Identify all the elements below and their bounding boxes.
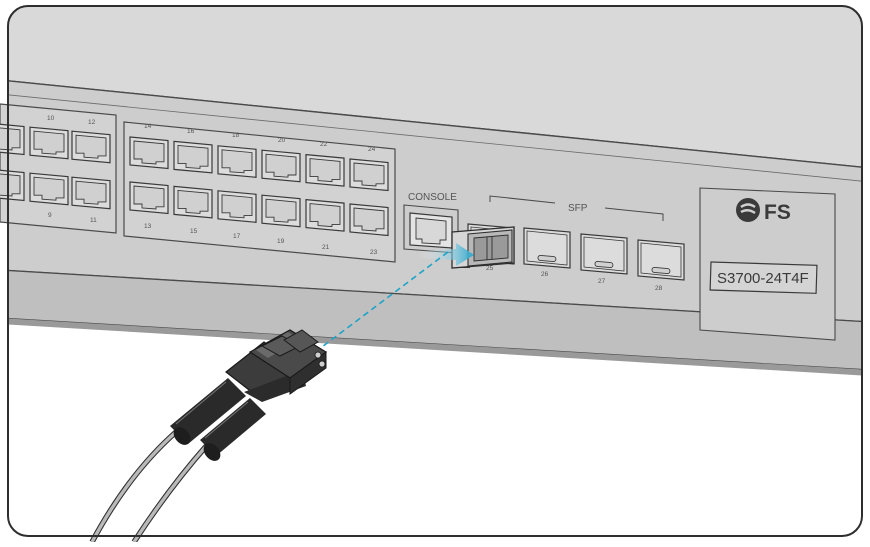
lc-connector-icon: [170, 329, 328, 461]
port-number-label: 22: [320, 141, 328, 148]
rj45-port-icon[interactable]: [0, 169, 25, 202]
sfp-port-icon[interactable]: [637, 239, 685, 281]
rj45-port-icon[interactable]: [173, 140, 213, 174]
sfp-port-icon[interactable]: [523, 227, 571, 269]
sfp-port-number: 26: [541, 271, 549, 278]
port-number-label: 19: [277, 238, 285, 245]
rj45-port-icon[interactable]: [349, 158, 389, 192]
rj45-port-icon[interactable]: [129, 136, 169, 170]
fiber-cable: [89, 429, 211, 544]
rj45-port-icon[interactable]: [71, 176, 111, 210]
port-number-label: 18: [232, 132, 240, 139]
port-bay-left: [0, 103, 117, 234]
console-label: CONSOLE: [408, 192, 457, 203]
fs-logo-icon: [736, 198, 760, 222]
switch-top-surface: [8, 6, 862, 168]
port-number-label: 15: [190, 228, 198, 235]
sfp-port-icon[interactable]: [580, 233, 628, 275]
rj45-port-icon[interactable]: [217, 145, 257, 178]
port-number-label: 9: [48, 212, 52, 219]
port-number-label: 16: [187, 128, 195, 135]
model-label-box: [709, 261, 818, 294]
top-port-labels: 10 12 14 16 18 20 22 24: [47, 115, 376, 153]
port-number-label: 11: [90, 217, 97, 224]
port-number-label: 20: [278, 137, 286, 144]
frame-border: [7, 5, 863, 537]
rj45-port-group: [0, 123, 389, 237]
rj45-port-icon[interactable]: [261, 194, 301, 228]
rj45-port-icon[interactable]: [129, 181, 169, 215]
console-port-icon[interactable]: [409, 212, 453, 249]
switch-bottom-edge: [8, 269, 862, 371]
rj45-port-icon[interactable]: [29, 126, 69, 160]
sfp-port-number: 28: [655, 285, 663, 292]
rj45-port-icon[interactable]: [305, 198, 345, 232]
brand-logo-text: FS: [764, 201, 791, 224]
guide-dashed-line: [317, 251, 449, 351]
port-number-label: 21: [322, 244, 330, 251]
rj45-port-icon[interactable]: [261, 149, 301, 183]
port-number-label: 17: [233, 233, 241, 240]
sfp-port-labels: 25 26 27 28: [486, 265, 663, 292]
port-number-label: 24: [368, 146, 376, 153]
bottom-port-labels: 9 11 13 15 17 19 21 23: [48, 212, 378, 256]
sfp-port-number: 27: [598, 278, 606, 285]
rj45-port-icon[interactable]: [173, 185, 213, 219]
port-number-label: 10: [47, 115, 55, 122]
sfp-group-label: SFP: [568, 203, 588, 214]
sfp-port-number: 25: [486, 265, 494, 272]
rj45-port-icon[interactable]: [71, 130, 111, 164]
port-number-label: 12: [88, 119, 96, 126]
rj45-port-icon[interactable]: [29, 172, 69, 206]
rj45-port-icon[interactable]: [0, 123, 25, 156]
port-number-label: 14: [144, 123, 152, 130]
port-number-label: 13: [144, 223, 152, 230]
rj45-port-icon[interactable]: [217, 190, 257, 223]
rj45-port-icon[interactable]: [349, 203, 389, 237]
port-number-label: 23: [370, 249, 378, 256]
rj45-port-icon[interactable]: [305, 153, 345, 187]
model-label: S3700-24T4F: [717, 270, 809, 287]
